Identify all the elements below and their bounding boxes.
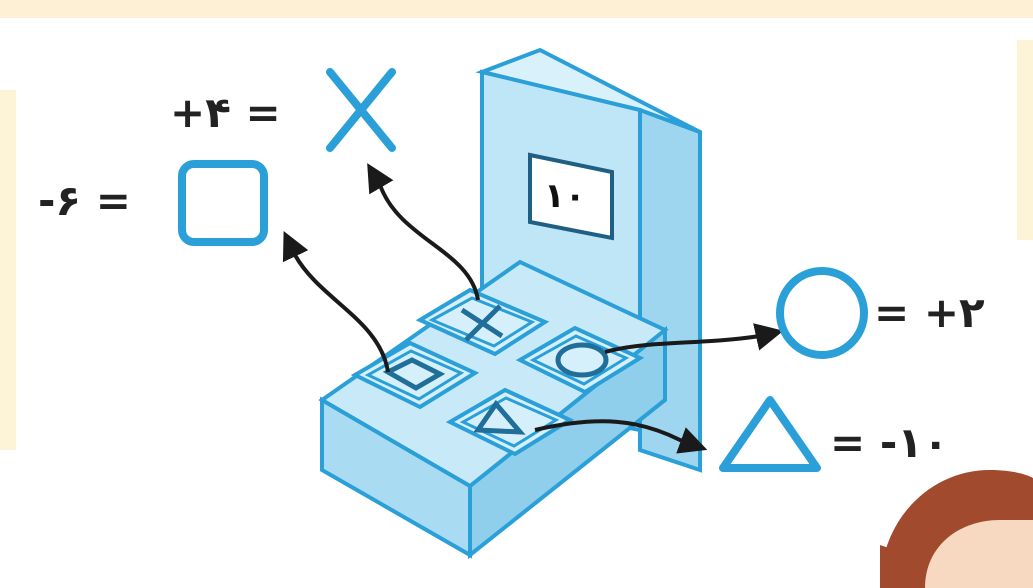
circle-icon: [776, 267, 868, 359]
square-icon: [178, 160, 268, 246]
left-decor-strip: [0, 90, 16, 450]
legend-label-circle: = +۲: [874, 288, 985, 337]
arrow-to-cross: [367, 163, 480, 301]
character-figure: [880, 470, 1033, 588]
legend-label-cross: +۴ =: [170, 88, 281, 137]
top-banner-strip: [0, 0, 1033, 18]
score-screen: [528, 152, 614, 241]
button-cross: [415, 287, 550, 357]
legend-label-triangle: = -۱۰: [830, 418, 949, 467]
arrow-to-square: [282, 230, 390, 373]
cross-icon: [326, 68, 396, 152]
right-decor-strip: [1017, 40, 1033, 240]
score-screen-value: ۱۰: [544, 176, 586, 216]
arrow-to-triangle: [534, 419, 708, 454]
button-triangle: [445, 387, 575, 457]
legend-label-square: -۶ =: [38, 176, 131, 225]
triangle-icon: [719, 396, 821, 472]
button-circle: [515, 325, 645, 395]
arrow-to-circle: [604, 323, 784, 354]
